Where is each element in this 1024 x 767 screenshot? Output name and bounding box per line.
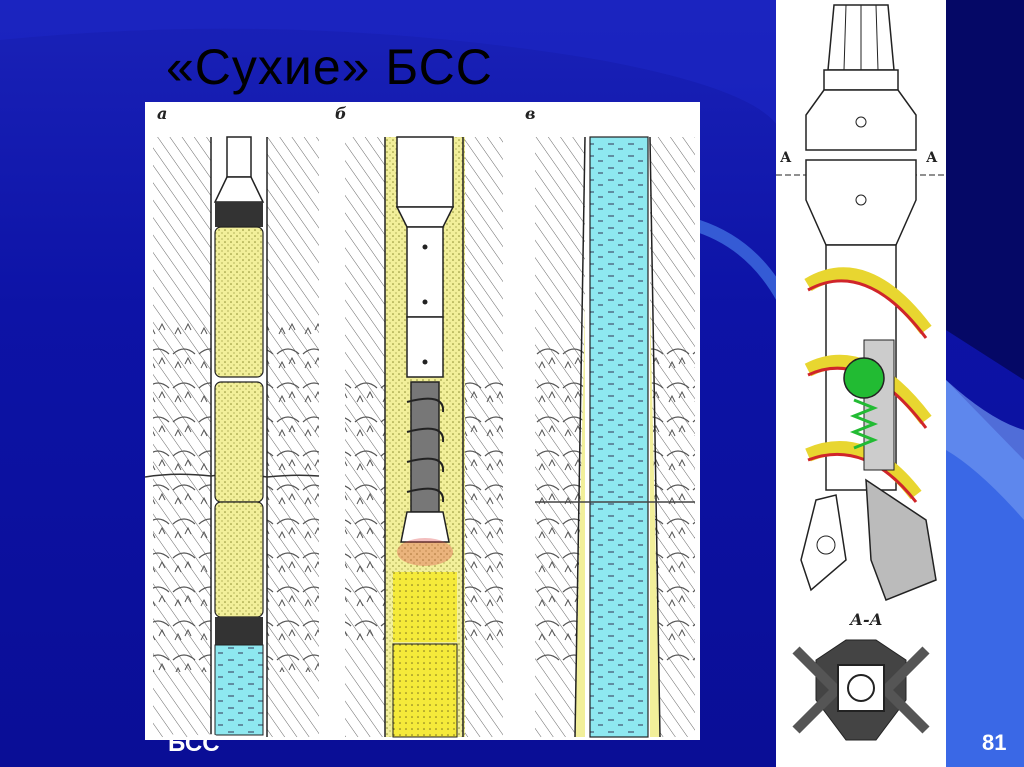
drill-tool-drawing [776,4,946,741]
cut-marker-left: А [780,150,792,166]
panel-c-well [535,136,695,738]
side-figure: А А А-А [776,0,946,767]
panel-a-well [145,136,320,737]
panel-label-a: а [157,104,168,123]
section-label: А-А [850,610,883,629]
panel-label-v: в [525,104,536,123]
slide-number: 81 [982,730,1007,755]
main-figure: а б в [145,102,700,740]
slide-title: «Сухие» БСС [166,39,493,95]
footer-label: БСС [168,730,220,757]
panel-b-well [345,136,503,738]
cut-marker-right: А [926,150,938,166]
panel-label-b: б [335,104,347,123]
wells-drawing [145,136,695,738]
